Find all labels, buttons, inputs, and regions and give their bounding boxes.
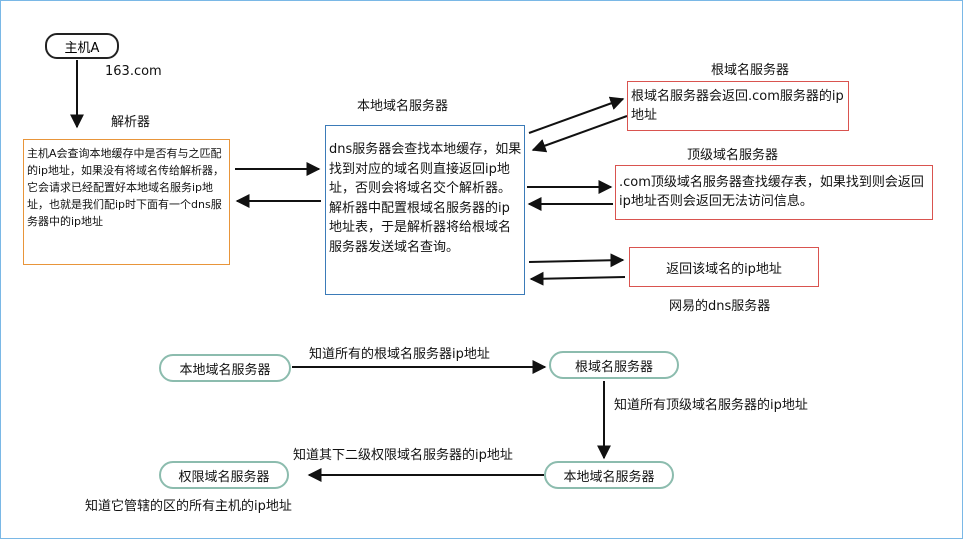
host-a-node: 主机A (45, 33, 119, 59)
flow-note-label: 知道它管辖的区的所有主机的ip地址 (85, 499, 292, 514)
netease-server-text: 返回该域名的ip地址 (666, 261, 782, 277)
local-dns-box: dns服务器会查找本地缓存，如果找到对应的域名则直接返回ip地址，否则会将域名交… (325, 125, 525, 295)
root-server-box: 根域名服务器会返回.com服务器的ip地址 (627, 81, 849, 131)
flow-authority-label: 权限域名服务器 (178, 469, 270, 485)
host-domain-label: 163.com (105, 64, 162, 79)
netease-server-caption: 网易的dns服务器 (669, 299, 771, 314)
flow-authority-node: 权限域名服务器 (159, 461, 289, 489)
netease-server-box: 返回该域名的ip地址 (629, 247, 819, 287)
flow-edge1-label: 知道所有的根域名服务器ip地址 (309, 347, 490, 362)
tld-server-box: .com顶级域名服务器查找缓存表，如果找到则会返回ip地址否则会返回无法访问信息… (615, 165, 933, 220)
tld-server-title: 顶级域名服务器 (687, 148, 779, 163)
root-server-title: 根域名服务器 (711, 63, 790, 78)
flow-local-dns-node: 本地域名服务器 (159, 354, 291, 382)
root-server-text: 根域名服务器会返回.com服务器的ip地址 (631, 89, 844, 123)
resolver-box: 主机A会查询本地缓存中是否有与之匹配的ip地址，如果没有将域名传给解析器，它会请… (23, 139, 230, 265)
flow-local-dns-label: 本地域名服务器 (179, 362, 271, 378)
arrow-netease-to-localdns (529, 271, 626, 286)
arrow-root-to-localdns (531, 115, 628, 153)
resolver-title: 解析器 (111, 115, 151, 130)
flow-local-dns-label-2: 本地域名服务器 (563, 469, 655, 485)
tld-server-text: .com顶级域名服务器查找缓存表，如果找到则会返回ip地址否则会返回无法访问信息… (619, 175, 924, 209)
flow-edge3-label: 知道其下二级权限域名服务器的ip地址 (293, 448, 513, 463)
flow-local-dns-node-2: 本地域名服务器 (544, 461, 674, 489)
host-a-label: 主机A (64, 40, 100, 56)
local-dns-title: 本地域名服务器 (357, 99, 449, 114)
flow-edge2-label: 知道所有顶级域名服务器的ip地址 (614, 398, 808, 413)
flow-root-label: 根域名服务器 (574, 359, 653, 375)
flow-root-node: 根域名服务器 (549, 351, 679, 379)
resolver-text: 主机A会查询本地缓存中是否有与之匹配的ip地址，如果没有将域名传给解析器，它会请… (27, 147, 225, 228)
arrow-localdns-to-netease (528, 253, 625, 268)
local-dns-text: dns服务器会查找本地缓存，如果找到对应的域名则直接返回ip地址，否则会将域名交… (329, 142, 522, 255)
arrow-localdns-to-root (528, 96, 625, 134)
